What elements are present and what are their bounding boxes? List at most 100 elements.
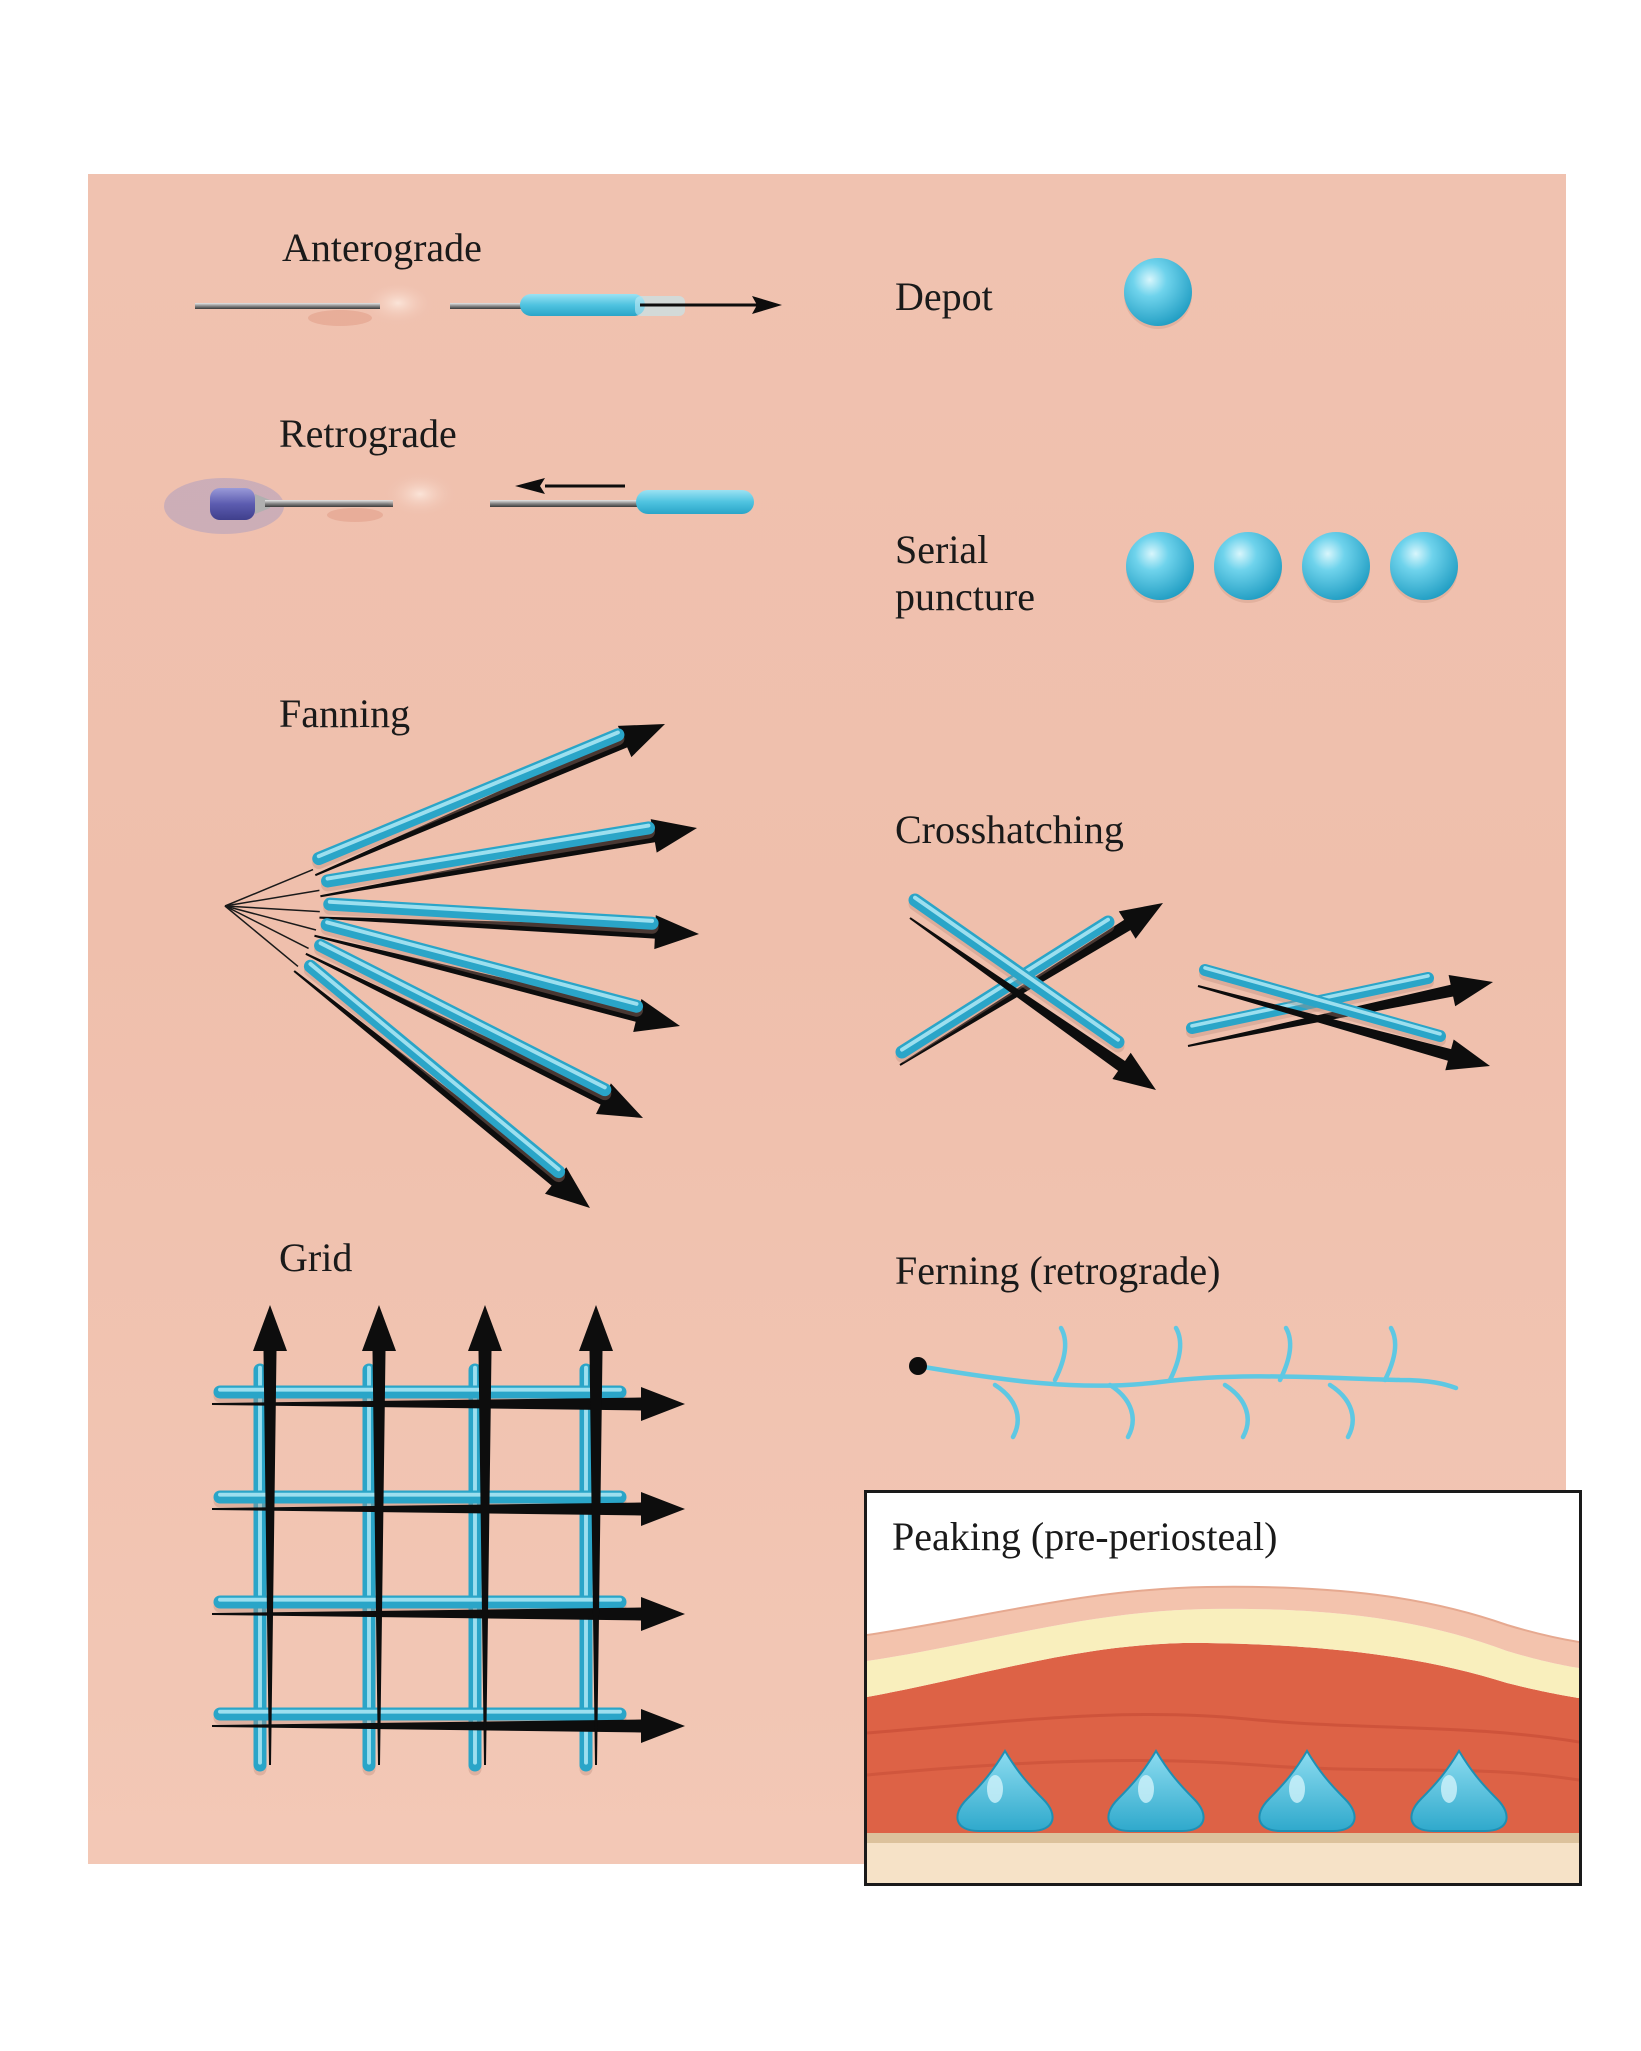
anterograde-illustration [195,281,782,326]
crosshatching-arrow [1197,985,1490,1071]
grid-horizontal-arrow [212,1597,685,1631]
fanning-filler-thread-highlight [325,920,639,1006]
fat-layer [867,1608,1579,1699]
skin-surface [867,1585,1579,1644]
fanning-arrow [314,934,680,1032]
muscle-layer [867,1642,1579,1833]
fanning-label: Fanning [279,691,411,736]
fanning-needle-trace [224,905,299,967]
peaking-bolus [1107,1749,1205,1832]
peaking-bolus [1410,1749,1508,1832]
ferning-branch [992,1382,1020,1440]
direction-arrow-head [752,296,782,314]
fanning-filler-thread-highlight [327,899,655,923]
fanning-illustration [224,724,699,1208]
peaking-bolus [956,1749,1054,1832]
fanning-filler-thread [321,821,655,888]
depot-illustration [1124,258,1192,329]
retrograde-label: Retrograde [279,411,457,456]
fanning-needle-trace [224,905,309,950]
retrograde-illustration [164,472,754,534]
peaking-cross-section [867,1585,1579,1883]
fanning-arrow [293,970,590,1208]
peaking-bolus-highlight [1138,1775,1154,1803]
fanning-needle-trace [224,905,317,931]
crosshatching-filler-thread-highlight [913,895,1120,1042]
fanning-filler-thread [314,939,612,1097]
crosshatching-illustration [895,893,1493,1090]
grid-vertical-arrow [579,1305,613,1765]
needle-shadow [308,310,372,326]
crosshatching-filler-thread-highlight [1203,966,1442,1036]
filler-thread [520,294,645,316]
fanning-filler-thread-highlight [308,961,561,1172]
ferning-branch [1107,1382,1135,1440]
grid-vertical-arrow [253,1305,287,1765]
peaking-bolus-highlight [1289,1775,1305,1803]
serial-puncture-bolus [1390,532,1458,600]
needle-shaft [265,500,393,507]
needle-shaft [195,303,380,309]
serial-puncture-bolus [1126,532,1194,600]
serial-puncture-illustration [1126,532,1458,603]
fanning-needle-trace [224,905,320,913]
ferning-branch [1382,1325,1398,1383]
ferning-branch [1167,1325,1183,1383]
fanning-filler-thread-highlight [318,941,607,1090]
anterograde-label: Anterograde [282,225,482,270]
bone-layer [867,1839,1579,1883]
grid-vertical-arrow [362,1305,396,1765]
peaking-boluses [956,1749,1508,1832]
serial-puncture-label-line2: puncture [895,574,1035,619]
muscle-fiber [867,1712,1579,1744]
grid-horizontal-arrow [212,1387,685,1421]
ferning-label: Ferning (retrograde) [895,1248,1221,1293]
needle-shaft-subdermal [490,500,645,507]
needle-shaft-subdermal [450,303,540,309]
crosshatching-filler-thread [1199,964,1446,1042]
fanning-filler-thread-highlight [316,730,620,859]
serial-puncture-bolus [1302,532,1370,600]
ferning-entry-point [909,1357,927,1375]
needle-shadow [327,508,383,522]
fanning-filler-thread-highlight [325,823,651,881]
fanning-needle-trace [224,868,314,907]
fanning-arrow [314,724,665,877]
grid-horizontal-arrow [212,1709,685,1743]
peaking-inset: Peaking (pre-periosteal) [864,1490,1582,1886]
muscle-fiber [867,1758,1579,1782]
ferning-branch [1052,1325,1068,1383]
fanning-filler-thread [323,897,659,930]
peaking-bolus-highlight [1441,1775,1457,1803]
ferning-main-thread [915,1363,1459,1391]
grid-label: Grid [279,1235,353,1280]
crosshatching-arrow [909,917,1156,1090]
skin-layer [867,1586,1579,1669]
peaking-bolus [1258,1749,1356,1832]
filler-thread [636,490,754,514]
fanning-arrow [320,819,697,898]
ferning-branch [1327,1382,1355,1440]
fanning-filler-thread [312,728,625,866]
fanning-needle-trace [224,889,320,907]
peaking-bolus-highlight [987,1775,1003,1803]
crosshatching-label: Crosshatching [895,807,1124,852]
serial-puncture-bolus [1214,532,1282,600]
grid-horizontal-arrow [212,1492,685,1526]
fanning-arrow [305,952,643,1118]
depot-label: Depot [895,274,993,319]
ferning-illustration [909,1325,1459,1440]
syringe-hub [210,488,255,520]
puncture-site [384,472,456,516]
direction-arrow-head [515,478,545,494]
ferning-branch [1277,1325,1293,1383]
depot-bolus [1124,258,1192,326]
puncture-site [362,281,434,325]
peaking-label: Peaking (pre-periosteal) [892,1514,1278,1559]
fanning-filler-thread [320,918,644,1013]
needle-hub [255,494,270,514]
ferning-branch [1222,1382,1250,1440]
fanning-arrow [319,915,699,950]
grid-illustration [212,1305,685,1776]
